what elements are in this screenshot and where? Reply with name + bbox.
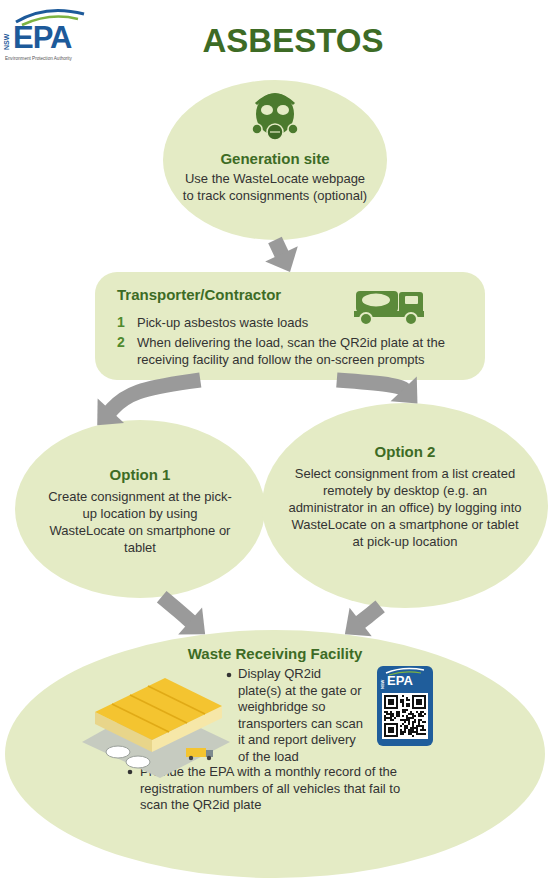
arrow-head	[178, 607, 205, 634]
ellipse-fill	[15, 420, 265, 598]
process-box: Transporter/Contractor 1Pick-up asbestos …	[95, 272, 485, 380]
logo-text: EPA	[13, 20, 71, 56]
ellipse-fill	[163, 80, 387, 240]
arrow-shaft	[359, 606, 380, 623]
arrow-shaft	[162, 597, 192, 623]
flow-arrow	[345, 606, 380, 636]
bullet-text: Display QR2id plate(s) at the gate or we…	[238, 666, 365, 765]
step-text: Pick-up asbestos waste loads	[137, 314, 437, 331]
arrow-head	[345, 608, 372, 636]
step-number: 1	[117, 314, 133, 331]
diagram-title: ASBESTOS	[168, 22, 418, 60]
node-body: Use the WasteLocate webpage to track con…	[180, 170, 370, 204]
flow-arrow	[337, 376, 418, 403]
ellipse-fill	[262, 403, 548, 608]
arrow-head	[265, 246, 298, 272]
node-heading: Waste Receiving Facility	[5, 645, 545, 663]
plate-logo-text: EPA	[387, 674, 413, 689]
bullet-text: Provide the EPA with a monthly record of…	[140, 764, 425, 814]
arrow-head	[391, 376, 418, 403]
facility-ellipse: Waste Receiving FacilityDisplay QR2id pl…	[5, 630, 545, 878]
step-text: When delivering the load, scan the QR2id…	[137, 334, 477, 368]
arrow-shaft	[109, 380, 200, 412]
arrow-shaft	[275, 240, 282, 256]
option-ellipse: Option 1 Create consignment at the pick-u…	[15, 420, 265, 598]
logo-text: NSW	[3, 34, 11, 50]
node-heading: Option 1	[15, 466, 265, 484]
flow-arrow	[265, 240, 298, 272]
ellipse-fill	[5, 630, 545, 878]
node-heading: Generation site	[163, 150, 387, 168]
plate-logo-text: NSW	[381, 680, 386, 689]
flow-arrow	[97, 380, 200, 425]
node-heading: Transporter/Contractor	[117, 286, 357, 304]
start-ellipse: Generation siteUse the WasteLocate webpa…	[163, 80, 387, 240]
step-number: 2	[117, 334, 133, 351]
flow-arrow	[162, 597, 205, 635]
node-body: Create consignment at the pick-up locati…	[45, 488, 235, 556]
node-heading: Option 2	[262, 443, 548, 461]
logo-subtitle: Environment Protection Authority	[5, 56, 72, 61]
node-body: Select consignment from a list created r…	[287, 465, 523, 550]
arrow-shaft	[337, 380, 405, 390]
option-ellipse: Option 2 Select consignment from a list c…	[262, 403, 548, 608]
